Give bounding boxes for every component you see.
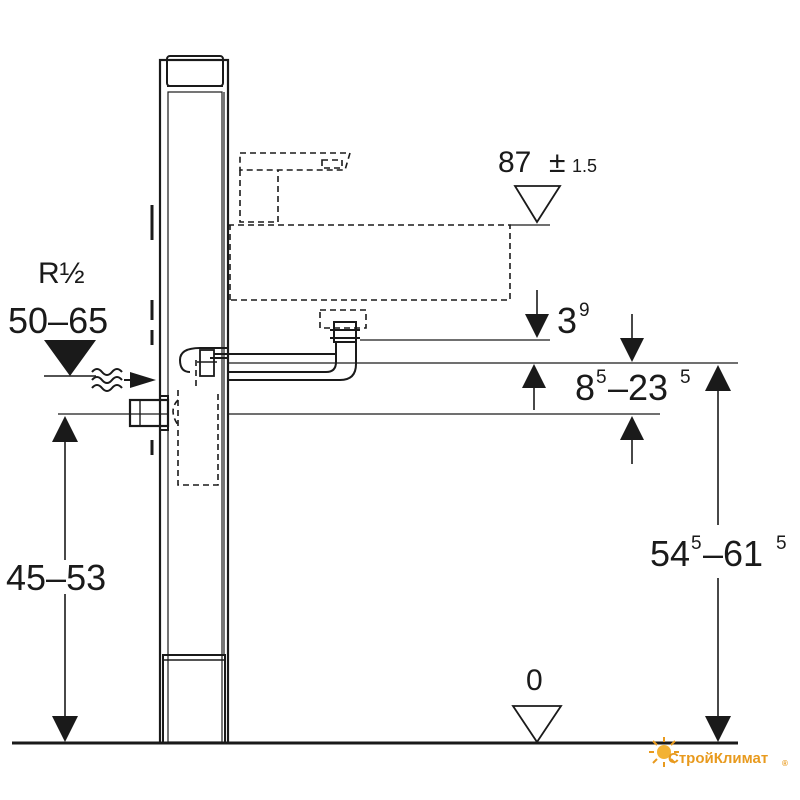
reference-lines [58, 224, 738, 415]
floor-zero-label: 0 [526, 664, 543, 697]
supply-thread-label: R½ [38, 257, 85, 290]
drain-offset-dimension: 3 9 [525, 290, 590, 341]
supply-flow-arrow [130, 372, 156, 388]
watermark-text: СтройКлимат [668, 750, 768, 767]
right-range-b-sup: 5 [776, 533, 787, 554]
drain-range-dimension: 8 5 –23 5 [522, 314, 691, 464]
drain-range-b-sup: 5 [680, 367, 691, 388]
sun-icon [649, 737, 679, 767]
basin-outline [228, 224, 511, 301]
supply-marker: R½ 50–65 [8, 257, 156, 392]
watermark-suffix: ® [782, 759, 788, 768]
supply-level-triangle [44, 340, 96, 376]
top-tolerance-label: 1.5 [572, 156, 597, 176]
drain-range-dash: –23 [608, 367, 668, 408]
supply-height-label: 50–65 [8, 300, 108, 341]
watermark-logo: СтройКлимат ® [649, 737, 788, 768]
left-height-dimension: 45–53 [6, 416, 106, 742]
top-height-label: 87 [498, 146, 531, 179]
siphon [178, 309, 367, 381]
right-range-a-sup: 5 [691, 533, 702, 554]
drain-offset-sup: 9 [579, 300, 590, 321]
drain-range-a: 8 [575, 367, 595, 408]
top-level-marker: 87 ± 1.5 [498, 146, 597, 224]
top-tolerance-sign: ± [549, 146, 565, 179]
drain-range-a-sup: 5 [596, 367, 607, 388]
faucet-outline [239, 152, 352, 223]
internal-pipe [172, 360, 219, 486]
supply-connector [128, 395, 170, 431]
right-range-a: 54 [650, 533, 690, 574]
floor-zero-marker: 0 [511, 664, 563, 744]
drain-offset-label: 3 [557, 300, 577, 341]
left-height-label: 45–53 [6, 557, 106, 598]
right-range-dash: –61 [703, 533, 763, 574]
right-height-dimension: 54 5 –61 5 [650, 365, 787, 742]
